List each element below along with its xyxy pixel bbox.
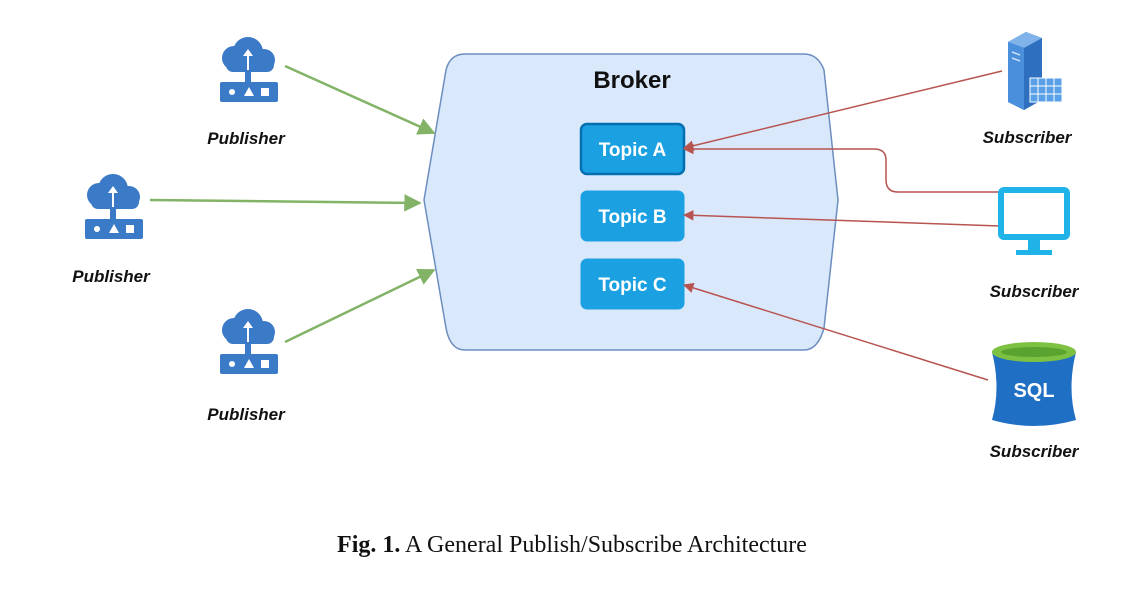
- publisher-2-label: Publisher: [72, 267, 151, 286]
- publisher-2: Publisher: [72, 173, 151, 286]
- topic-a-label: Topic A: [599, 140, 667, 161]
- subscribe-arrow-2: [682, 143, 1000, 193]
- topic-a: Topic A: [579, 122, 686, 176]
- subscribe-arrow-4: [682, 282, 989, 381]
- subscriber-1-label: Subscriber: [983, 128, 1073, 147]
- sql-database-icon: SQL: [992, 342, 1076, 426]
- figure-caption: Fig. 1. A General Publish/Subscribe Arch…: [0, 532, 1144, 559]
- publisher-3: Publisher: [207, 308, 286, 424]
- topic-b-label: Topic B: [598, 207, 666, 228]
- subscriber-2: Subscriber: [990, 187, 1080, 301]
- publisher-3-label: Publisher: [207, 405, 286, 424]
- subscribe-arrow-1: [682, 70, 1003, 151]
- server-database-icon: [1008, 32, 1063, 110]
- cloud-upload-device-icon: [84, 173, 144, 240]
- subscriber-2-label: Subscriber: [990, 282, 1080, 301]
- publish-arrow-1: [284, 64, 436, 135]
- subscriber-3-label: Subscriber: [990, 442, 1080, 461]
- topic-b: Topic B: [580, 190, 685, 242]
- figure-caption-text: A General Publish/Subscribe Architecture: [405, 532, 807, 558]
- cloud-upload-device-icon: [219, 308, 279, 375]
- publish-arrow-2: [149, 194, 422, 212]
- cloud-upload-device-icon: [219, 36, 279, 103]
- broker-title: Broker: [593, 67, 670, 94]
- figure-number: Fig. 1.: [337, 532, 401, 558]
- topic-c: Topic C: [580, 258, 685, 310]
- subscriber-1: Subscriber: [983, 32, 1073, 147]
- sql-icon-text: SQL: [1013, 380, 1054, 402]
- monitor-icon: [998, 187, 1070, 255]
- topic-c-label: Topic C: [598, 275, 667, 296]
- publish-arrow-3: [284, 268, 436, 344]
- publisher-1-label: Publisher: [207, 129, 286, 148]
- subscribe-arrow-3: [682, 210, 1001, 227]
- publisher-1: Publisher: [207, 36, 286, 148]
- subscriber-3: SQL Subscriber: [990, 342, 1080, 461]
